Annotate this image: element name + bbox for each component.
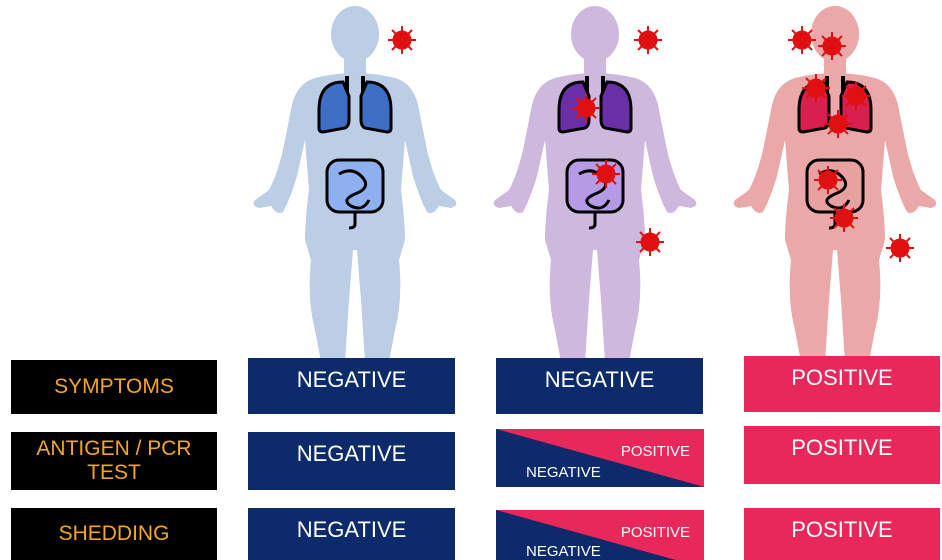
virus-icon [634, 26, 662, 54]
human-figure-2 [490, 0, 702, 362]
cell-col2-shedding: POSITIVE NEGATIVE [496, 510, 704, 560]
row-label-symptoms: SYMPTOMS [11, 360, 217, 414]
virus-icon [824, 110, 852, 138]
virus-icon [636, 228, 664, 256]
virus-icon [842, 82, 870, 110]
human-body-icon [490, 0, 702, 362]
virus-icon [830, 204, 858, 232]
virus-icon [788, 26, 816, 54]
virus-icon [886, 234, 914, 262]
human-figure-1 [250, 0, 462, 362]
virus-icon [814, 166, 842, 194]
cell-col2-symptoms: NEGATIVE [496, 358, 703, 414]
cell-col1-shedding: NEGATIVE [248, 508, 455, 560]
virus-icon [572, 94, 600, 122]
row-label-antigen-pcr-test: ANTIGEN / PCR TEST [11, 432, 217, 490]
cell-col3-shedding: POSITIVE [744, 508, 940, 560]
virus-icon [802, 74, 830, 102]
cell-col1-antigen: NEGATIVE [248, 432, 455, 490]
virus-icon [818, 32, 846, 60]
cell-col3-antigen: POSITIVE [744, 426, 940, 484]
cell-col3-symptoms: POSITIVE [744, 356, 940, 412]
human-body-icon [250, 0, 462, 362]
cell-col2-antigen: POSITIVE NEGATIVE [496, 429, 704, 487]
row-label-shedding: SHEDDING [11, 508, 217, 560]
human-figure-3 [730, 0, 942, 362]
virus-icon [388, 26, 416, 54]
human-body-icon [730, 0, 942, 362]
cell-col1-symptoms: NEGATIVE [248, 358, 455, 414]
virus-icon [592, 160, 620, 188]
